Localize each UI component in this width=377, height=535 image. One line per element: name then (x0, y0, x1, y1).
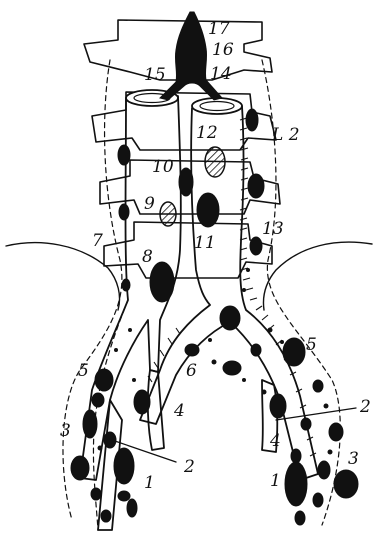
hatched-node-12 (205, 147, 225, 177)
label-13: 13 (262, 219, 284, 239)
label-4-right: 4 (269, 431, 281, 451)
label-12: 12 (196, 123, 218, 143)
label-10: 10 (152, 157, 174, 177)
label-8: 8 (142, 247, 153, 267)
label-l2: L 2 (271, 125, 300, 145)
label-9: 9 (144, 194, 155, 214)
label-1-right: 1 (270, 471, 281, 491)
label-5-left: 5 (78, 361, 89, 381)
hatched-node-9 (160, 202, 176, 226)
label-3-right: 3 (348, 449, 359, 469)
label-11: 11 (194, 233, 216, 253)
label-16: 16 (212, 40, 234, 60)
label-4-left: 4 (173, 401, 185, 421)
label-2-right: 2 (359, 397, 371, 417)
label-1-left: 1 (144, 473, 155, 493)
label-3-left: 3 (60, 421, 71, 441)
label-17: 17 (208, 19, 230, 39)
label-6: 6 (186, 361, 197, 381)
label-5-right: 5 (306, 335, 317, 355)
label-15: 15 (144, 65, 166, 85)
pelvis-outline (6, 242, 372, 310)
label-14: 14 (210, 64, 232, 84)
label-7: 7 (92, 231, 103, 251)
label-2-left: 2 (183, 457, 195, 477)
